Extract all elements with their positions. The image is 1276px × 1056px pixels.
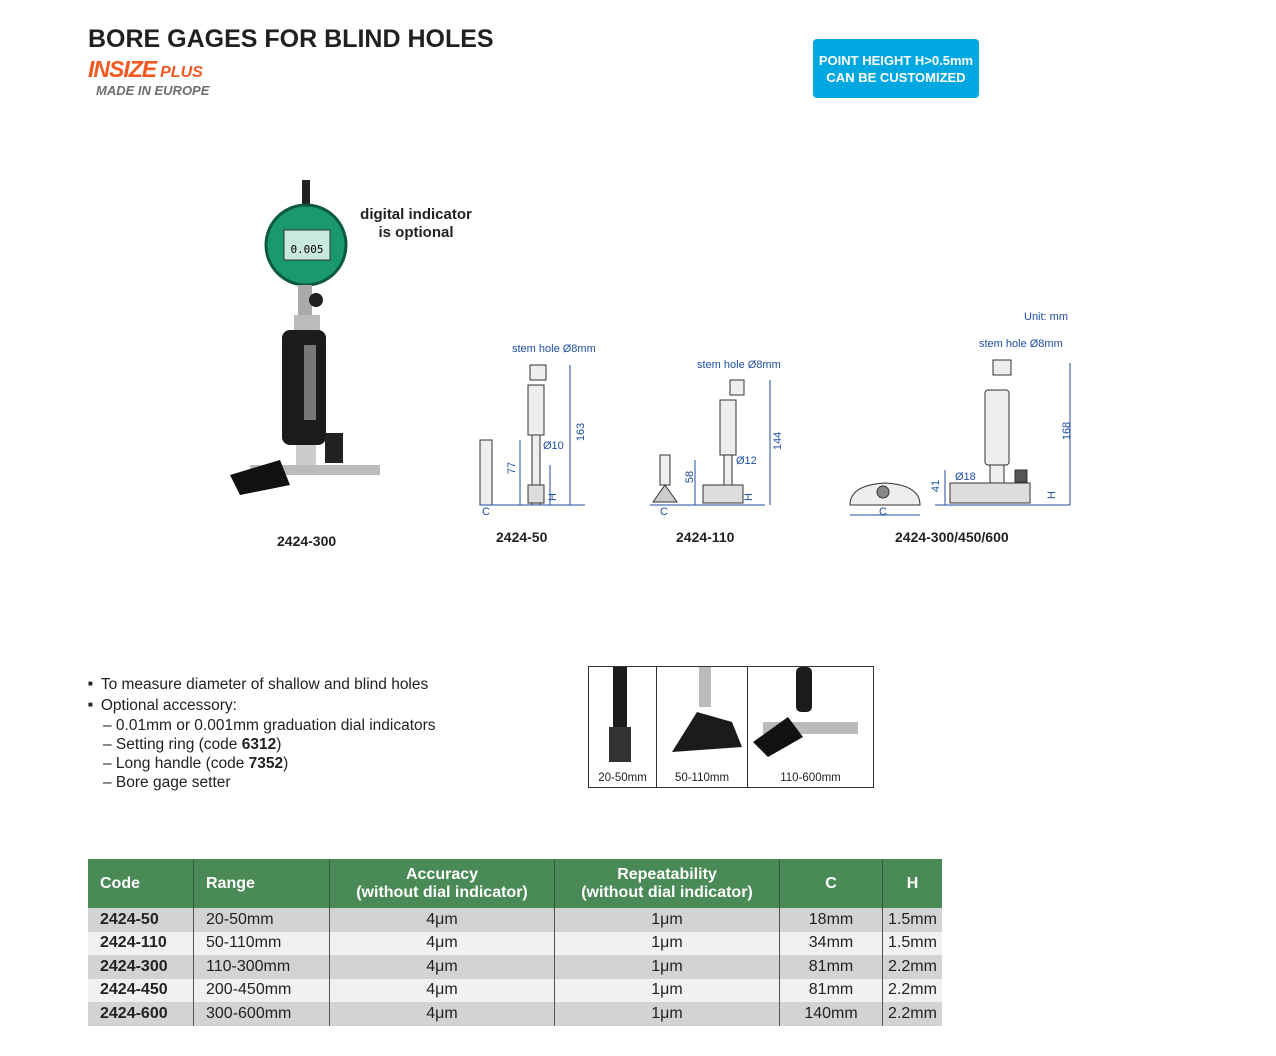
table-cell: 2424-300: [88, 955, 194, 979]
badge-line: CAN BE CUSTOMIZED: [826, 69, 966, 85]
photo-caption: 50-110mm: [674, 772, 730, 784]
depth-dim: 77: [506, 461, 519, 475]
table-cell: 2424-450: [88, 978, 194, 1002]
table-cell: 50-110mm: [193, 931, 330, 955]
table-cell: 4μm: [329, 908, 555, 932]
height-dim: 144: [772, 431, 785, 451]
table-cell: 34mm: [779, 931, 883, 955]
badge-line: POINT HEIGHT H>0.5mm: [818, 52, 974, 68]
table-cell: 1μm: [554, 978, 780, 1002]
table-cell: 2424-110: [88, 931, 194, 955]
table-cell: 2424-50: [88, 908, 194, 932]
sub-item: – Long handle (code 7352): [103, 754, 289, 772]
feature-list: To measure diameter of shallow and blind…: [88, 676, 436, 792]
bullet-item: Optional accessory:: [88, 697, 436, 718]
table-cell: 1μm: [554, 908, 780, 932]
diameter-dim: Ø18: [955, 471, 976, 483]
application-photos: 20-50mm 50-110mm 110-600mm: [588, 666, 874, 788]
photo-caption: 110-600mm: [780, 772, 841, 784]
table-cell: 4μm: [329, 931, 555, 955]
h-dim: H: [546, 493, 559, 501]
photo-50-110: 50-110mm: [657, 667, 748, 787]
height-dim: 163: [575, 422, 588, 442]
h-dim: H: [742, 493, 755, 501]
table-cell: 4μm: [329, 955, 555, 979]
logo-plus: PLUS: [160, 64, 203, 81]
table-cell: 200-450mm: [193, 978, 330, 1002]
indicator-note: digital indicator is optional: [350, 206, 482, 242]
depth-dim: 58: [684, 470, 697, 484]
customization-badge: POINT HEIGHT H>0.5mm CAN BE CUSTOMIZED: [813, 39, 979, 98]
sub-item: – Setting ring (code 6312): [103, 736, 282, 754]
main-photo-label: 2424-300: [277, 533, 337, 549]
table-cell: 1μm: [554, 931, 780, 955]
spec-table: Code Range Accuracy(without dial indicat…: [88, 859, 942, 1026]
diagram-label: 2424-300/450/600: [895, 529, 1009, 545]
table-cell: 18mm: [779, 908, 883, 932]
header-code: Code: [88, 859, 194, 908]
bullet-item: To measure diameter of shallow and blind…: [88, 676, 436, 697]
table-cell: 4μm: [329, 978, 555, 1002]
diagram-label: 2424-110: [676, 529, 735, 545]
table-cell: 2.2mm: [882, 1002, 942, 1026]
table-cell: 2.2mm: [882, 955, 942, 979]
photo-20-50: 20-50mm: [589, 667, 657, 787]
logo-made-in: MADE IN EUROPE: [96, 83, 210, 98]
height-dim: 168: [1061, 421, 1074, 441]
photo-110-600: 110-600mm: [748, 667, 873, 787]
sub-item: – 0.01mm or 0.001mm graduation dial indi…: [103, 717, 436, 735]
header-c: C: [779, 859, 883, 908]
header-range: Range: [193, 859, 330, 908]
table-cell: 110-300mm: [193, 955, 330, 979]
stem-hole-label: stem hole Ø8mm: [979, 338, 1063, 350]
sub-item: – Bore gage setter: [103, 773, 231, 791]
diagram-2424-50: [479, 364, 585, 506]
depth-dim: 41: [930, 479, 943, 493]
table-cell: 140mm: [779, 1002, 883, 1026]
unit-label: Unit: mm: [1024, 311, 1068, 323]
stem-hole-label: stem hole Ø8mm: [512, 343, 596, 355]
photo-caption: 20-50mm: [598, 772, 647, 784]
table-cell: 81mm: [779, 955, 883, 979]
table-cell: 1.5mm: [882, 908, 942, 932]
table-cell: 20-50mm: [193, 908, 330, 932]
diagram-2424-300: [849, 359, 1071, 516]
logo-brand: INSIZE: [88, 56, 157, 82]
table-cell: 2424-600: [88, 1002, 194, 1026]
diagram-2424-110: [650, 379, 771, 506]
diameter-dim: Ø10: [543, 440, 564, 452]
display-reading: 0.005: [290, 243, 323, 256]
diagram-label: 2424-50: [496, 529, 548, 545]
table-cell: 81mm: [779, 978, 883, 1002]
stem-hole-label: stem hole Ø8mm: [697, 359, 781, 371]
c-dim: C: [482, 506, 490, 518]
table-cell: 1μm: [554, 1002, 780, 1026]
note-line: digital indicator: [360, 206, 472, 223]
note-line: is optional: [378, 224, 454, 241]
header-h: H: [882, 859, 942, 908]
c-dim: C: [879, 506, 887, 518]
page-title: BORE GAGES FOR BLIND HOLES: [88, 25, 494, 53]
table-cell: 4μm: [329, 1002, 555, 1026]
c-dim: C: [660, 506, 668, 518]
header-repeatability: Repeatability(without dial indicator): [554, 859, 780, 908]
table-cell: 300-600mm: [193, 1002, 330, 1026]
table-cell: 1.5mm: [882, 931, 942, 955]
header-accuracy: Accuracy(without dial indicator): [329, 859, 555, 908]
h-dim: H: [1045, 491, 1058, 499]
table-cell: 1μm: [554, 955, 780, 979]
product-photo-2424-300: 0.005: [230, 180, 380, 495]
diameter-dim: Ø12: [736, 455, 757, 467]
table-cell: 2.2mm: [882, 978, 942, 1002]
